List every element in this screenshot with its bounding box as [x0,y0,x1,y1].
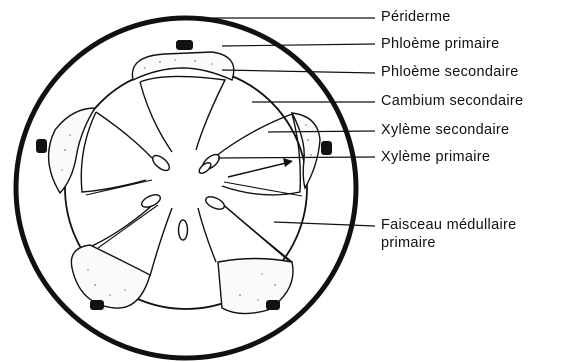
wedge-top-left-edge [140,82,172,152]
label-phloeme-primaire: Phloème primaire [381,36,499,53]
label-xyleme-secondaire: Xylème secondaire [381,122,509,139]
wedge-top-right-edge [140,76,225,150]
wedge-lower-right-outer [218,200,292,262]
arrow-icon [228,158,293,177]
vascular-wedges [81,76,300,276]
phloem-cap-lower-right [218,259,293,314]
phloem-cap-lower-left [71,245,150,308]
primary-xylem-groups [140,152,226,240]
label-faisceau-medullaire: Faisceau médullaire [381,217,516,234]
label-faisceau-primaire: primaire [381,235,436,252]
label-xyleme-primaire: Xylème primaire [381,149,490,166]
phloem-cap-left [49,108,95,193]
phloem-caps [49,52,320,314]
wedge-right [222,114,300,195]
wedge-left-inner [96,112,152,158]
medullary-rays [86,180,302,262]
label-phloeme-secondaire: Phloème secondaire [381,64,519,81]
wedge-lower-right-inner [198,208,216,262]
label-periderme: Périderme [381,9,451,26]
wedge-lower-left-inner [150,208,172,276]
label-cambium-secondaire: Cambium secondaire [381,93,523,110]
wedge-lower-left-outer [92,202,156,246]
wedge-right-inner [216,114,292,156]
